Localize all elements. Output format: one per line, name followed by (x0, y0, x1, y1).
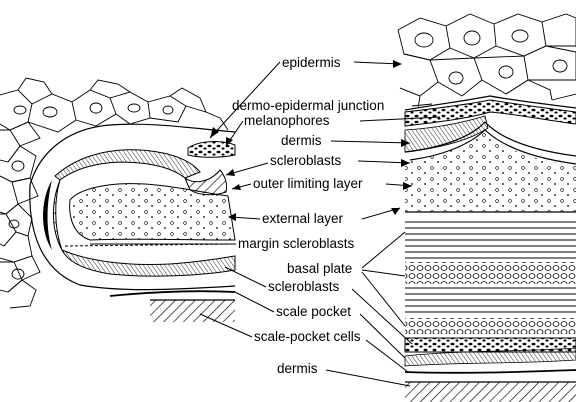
leader-scleroblasts-lower-left (225, 267, 266, 287)
label-dermis-upper: dermis (281, 133, 322, 148)
label-dermo-epidermal-junction: dermo-epidermal junction (232, 98, 384, 113)
arrow-external-right (391, 208, 400, 215)
label-scleroblasts-lower: scleroblasts (268, 279, 340, 294)
label-basal-plate: basal plate (287, 261, 352, 276)
label-margin-scleroblasts: margin scleroblasts (238, 236, 355, 251)
left-scale (30, 124, 235, 322)
label-melanophores: melanophores (244, 113, 330, 128)
leader-scale-pocket-cells-right (366, 340, 408, 372)
label-outer-limiting-layer: outer limiting layer (253, 176, 363, 191)
label-dermis-lower: dermis (277, 361, 318, 376)
arrow-scleroblasts-left (226, 169, 235, 176)
label-scale-pocket: scale pocket (276, 304, 351, 319)
arrow-outer-limiting-left (232, 184, 241, 190)
arrow-epidermis-right (393, 60, 402, 68)
leader-basal-1 (362, 232, 405, 268)
right-section (405, 96, 576, 402)
leader-scale-pocket-left (235, 292, 274, 312)
label-scale-pocket-cells: scale-pocket cells (254, 329, 361, 344)
leader-basal-2 (362, 270, 405, 276)
basal-plate-lamellae (405, 222, 576, 258)
labels: epidermis dermo-epidermal junction melan… (232, 55, 384, 376)
leader-scale-pocket-right (360, 314, 405, 358)
arrow-epidermis-left (210, 127, 219, 138)
leader-dermis-upper (331, 141, 410, 143)
label-epidermis: epidermis (282, 55, 341, 70)
leader-dermis-lower (326, 370, 410, 386)
label-external-layer: external layer (262, 211, 344, 226)
label-scleroblasts-upper: scleroblasts (270, 153, 342, 168)
right-epidermis-cells (398, 14, 576, 108)
